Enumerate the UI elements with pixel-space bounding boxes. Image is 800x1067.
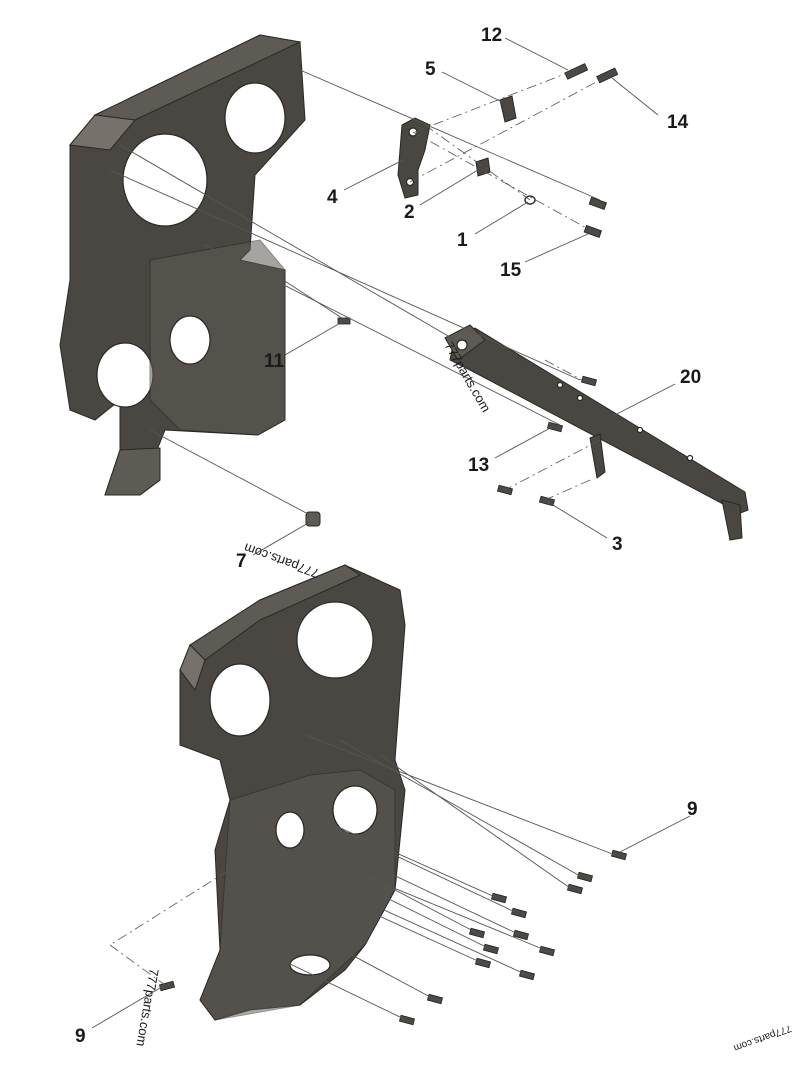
callout-7: 7 bbox=[236, 551, 247, 572]
callout-15: 15 bbox=[500, 260, 522, 281]
bolt-9-h bbox=[482, 943, 500, 955]
watermark-2: 777parts.com bbox=[242, 540, 321, 581]
callout-11: 11 bbox=[264, 351, 285, 372]
callout-leaders bbox=[91, 37, 691, 1029]
gear-housing-upper bbox=[59, 34, 306, 496]
stud-part-11 bbox=[337, 317, 351, 325]
bolt-9-g bbox=[512, 929, 530, 941]
callout-2: 2 bbox=[404, 202, 415, 223]
clip-part-5 bbox=[499, 95, 517, 123]
bolt-part-12 bbox=[564, 63, 589, 80]
callout-9-left: 9 bbox=[75, 1026, 86, 1047]
bolt-part-14 bbox=[596, 67, 619, 84]
bracket-part-4 bbox=[397, 117, 431, 199]
bolt-part-15-b bbox=[583, 224, 603, 239]
bolt-9-j bbox=[474, 957, 492, 969]
support-bar-part-20 bbox=[444, 324, 749, 541]
bolt-9-i bbox=[538, 945, 556, 957]
watermark-4: 777parts.com bbox=[732, 1022, 793, 1053]
callout-14: 14 bbox=[667, 112, 689, 133]
callout-5: 5 bbox=[425, 59, 436, 80]
bolt-9-l bbox=[426, 993, 444, 1005]
bolt-9-a bbox=[610, 849, 628, 861]
callout-12: 12 bbox=[481, 25, 502, 46]
callout-3: 3 bbox=[612, 534, 623, 555]
callout-20: 20 bbox=[680, 367, 701, 388]
gear-housing-lower bbox=[179, 564, 406, 1021]
assembly-lines-lower bbox=[109, 734, 616, 1020]
bolt-part-13-a bbox=[580, 375, 598, 387]
callout-4: 4 bbox=[327, 187, 338, 208]
bolts-part-9 bbox=[158, 849, 628, 1026]
callout-9-right: 9 bbox=[687, 799, 698, 820]
bolt-9-b bbox=[576, 871, 594, 883]
bolt-part-15-a bbox=[588, 196, 608, 211]
bolt-9-k bbox=[518, 969, 536, 981]
bolt-9-d bbox=[490, 892, 508, 904]
bolt-9-m bbox=[398, 1014, 416, 1026]
watermark-3: 777parts.com bbox=[133, 967, 161, 1047]
bolt-9-e bbox=[510, 907, 528, 919]
callout-13: 13 bbox=[468, 455, 489, 476]
washer-part-1 bbox=[524, 195, 536, 205]
assembly-lines-upper bbox=[109, 69, 601, 516]
bolt-9-f bbox=[468, 927, 486, 939]
clip-part-2 bbox=[475, 157, 491, 177]
bolt-9-c bbox=[566, 883, 584, 895]
callout-1: 1 bbox=[457, 230, 468, 251]
bolt-part-13-b bbox=[546, 421, 564, 433]
